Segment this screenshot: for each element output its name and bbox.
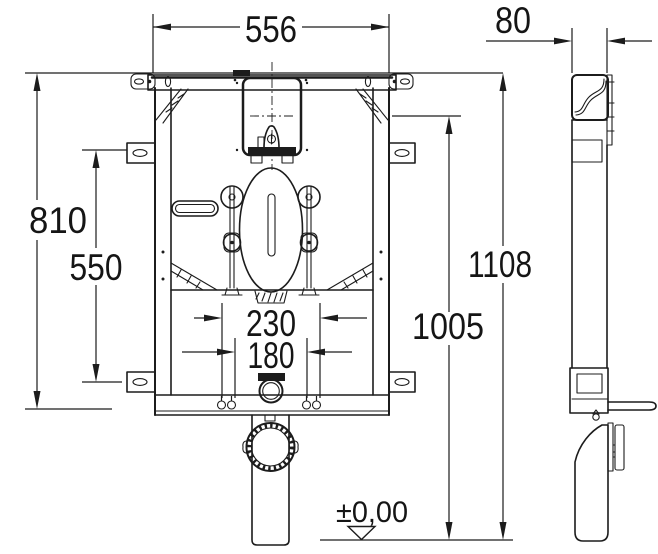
dim-frame-width-label: 556 xyxy=(245,9,297,50)
dim-frame-width xyxy=(152,14,390,73)
inlet-flange xyxy=(258,373,285,404)
dim-overall-height-label: 1108 xyxy=(468,244,532,285)
side-outlet-pipe xyxy=(607,401,657,411)
outlet-clip-right xyxy=(291,440,299,454)
dim-frame-depth xyxy=(486,28,652,73)
dim-bolt-spacing-outer-label: 230 xyxy=(246,303,296,344)
mounting-rods xyxy=(220,185,321,296)
drain-outlet xyxy=(242,414,299,546)
bottom-crossbar xyxy=(154,373,390,416)
dimension-lines xyxy=(25,14,652,541)
dimension-labels: 556 80 810 550 230 180 1108 1005 ±0,00 xyxy=(29,0,532,529)
dim-overall-height xyxy=(499,73,507,540)
tab-hole-dot xyxy=(147,79,152,84)
top-gussets xyxy=(155,88,389,124)
valve-base-bar xyxy=(248,147,296,154)
side-wall-bracket xyxy=(571,74,615,146)
dim-frame-depth-label: 80 xyxy=(495,0,531,41)
side-view xyxy=(569,74,657,542)
floor-level-mark xyxy=(320,525,513,541)
flush-window-box xyxy=(235,62,309,170)
bottom-braces xyxy=(170,262,374,291)
handle-slot xyxy=(171,200,219,217)
side-foot-bend xyxy=(574,422,625,542)
side-rail xyxy=(571,119,608,369)
dim-bolt-spacing-inner-label: 180 xyxy=(248,335,295,376)
outlet-ribbed-ring xyxy=(246,423,295,471)
outlet-clip-left xyxy=(242,440,250,454)
center-slot xyxy=(267,193,276,257)
dim-bracket-spacing-label: 550 xyxy=(70,247,123,288)
dim-bracket-spacing xyxy=(82,149,127,383)
side-flush-housing xyxy=(569,367,609,421)
bowl-oval xyxy=(238,167,304,304)
dim-frame-height xyxy=(25,73,112,410)
level-triangle-icon xyxy=(346,525,377,541)
dim-bolt-spacing-inner xyxy=(182,338,352,398)
dim-frame-height-label: 810 xyxy=(29,200,87,241)
wall-brackets xyxy=(126,142,416,393)
dim-flush-height xyxy=(392,115,461,540)
dim-flush-height-label: 1005 xyxy=(412,306,484,347)
fixing-bolts xyxy=(216,396,322,410)
floor-level-label: ±0,00 xyxy=(336,496,408,529)
front-view xyxy=(126,62,416,546)
fill-valve xyxy=(263,125,280,149)
